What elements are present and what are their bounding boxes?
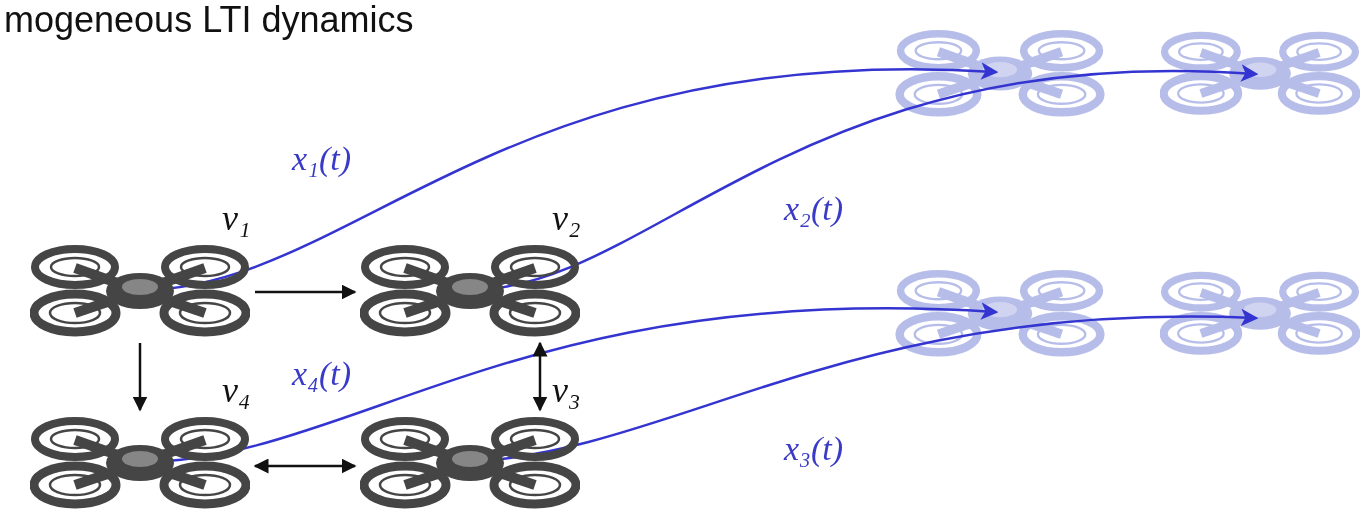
node-label: v₃ xyxy=(552,371,581,411)
drone-icon xyxy=(30,415,250,510)
communication-arrow xyxy=(255,465,355,468)
drone-node: v₂ xyxy=(360,243,580,338)
drone-node: v₃ xyxy=(360,415,580,510)
drone-node: v₄ xyxy=(30,415,250,510)
node-label: v₂ xyxy=(552,199,581,239)
trajectory-label: x₃(t) xyxy=(784,430,843,467)
communication-arrow xyxy=(539,343,542,410)
ghost-drones xyxy=(900,34,1357,353)
trajectory-label: x₄(t) xyxy=(292,355,351,392)
drone-icon xyxy=(360,243,580,338)
node-label: v₄ xyxy=(222,371,251,411)
drone-icon xyxy=(30,243,250,338)
slide-title: mogeneous LTI dynamics xyxy=(4,0,414,40)
trajectory-label: x₂(t) xyxy=(784,190,843,227)
communication-arrow xyxy=(139,343,142,410)
trajectory-curves xyxy=(140,69,1255,462)
drone-node: v₁ xyxy=(30,243,250,338)
communication-arrow xyxy=(255,291,355,294)
node-label: v₁ xyxy=(222,199,251,239)
trajectory-label: x₁(t) xyxy=(292,140,351,177)
drone-icon xyxy=(360,415,580,510)
